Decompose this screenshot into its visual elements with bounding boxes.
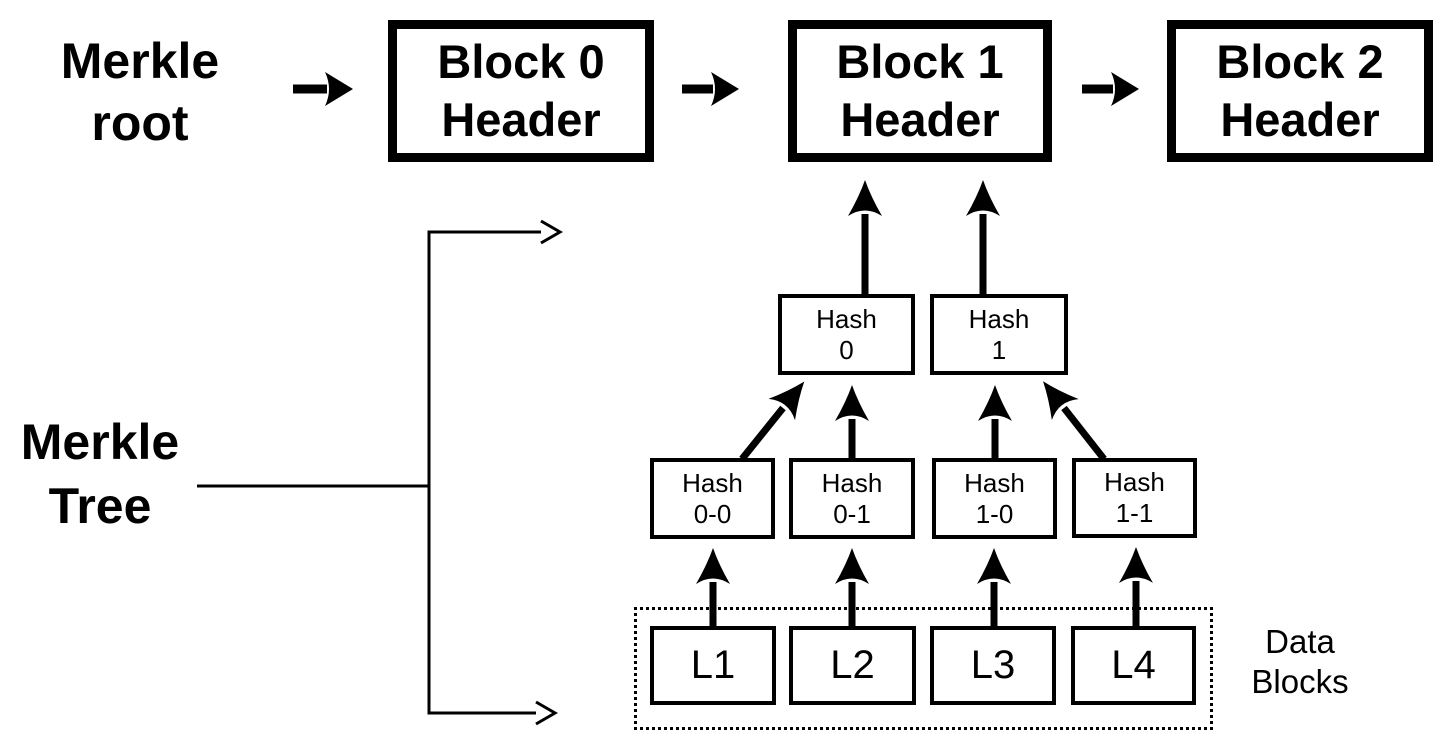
block-2-header-line2: Header <box>1220 93 1380 146</box>
merkle-root-label-line1: Merkle <box>60 33 220 89</box>
block-1-header-box: Block 1 Header <box>788 20 1052 162</box>
hash-0-1-line2: 0-1 <box>833 498 871 529</box>
block-1-header-line1: Block 1 <box>836 35 1004 88</box>
leaf-l3-box: L3 <box>930 626 1056 705</box>
leaf-l1-box: L1 <box>650 626 776 705</box>
block-2-header-box: Block 2 Header <box>1167 20 1433 162</box>
merkle-tree-bracket <box>197 219 563 726</box>
hash-1-line1: Hash <box>968 303 1030 334</box>
leaf-l3-label: L3 <box>970 643 1016 687</box>
block-2-header-line1: Block 2 <box>1216 35 1384 88</box>
block-0-header-box: Block 0 Header <box>388 20 654 162</box>
data-blocks-label: Data Blocks <box>1225 622 1375 702</box>
block-0-header-line1: Block 0 <box>437 35 605 88</box>
hash-0-line2: 0 <box>839 334 854 365</box>
hash-0-1-line1: Hash <box>821 467 883 498</box>
hash-0-0-line1: Hash <box>682 467 743 498</box>
leaf-l1-label: L1 <box>690 643 736 687</box>
data-blocks-container <box>634 607 1213 730</box>
leaf-l4-box: L4 <box>1071 626 1196 705</box>
block-1-header-line2: Header <box>840 93 1000 146</box>
hash-1-line2: 1 <box>991 334 1007 365</box>
hash-1-0-line2: 1-0 <box>975 498 1014 529</box>
arrow-hash00-to-hash0 <box>739 381 805 462</box>
hash-0-0-line2: 0-0 <box>693 498 732 529</box>
merkle-root-label-line2: root <box>91 95 189 151</box>
hash-1-1-line1: Hash <box>1104 467 1165 497</box>
data-blocks-label-line2: Blocks <box>1251 663 1349 700</box>
hash-1-box: Hash 1 <box>930 294 1068 375</box>
leaf-l2-label: L2 <box>830 643 875 687</box>
merkle-tree-label-line1: Merkle <box>20 414 180 470</box>
hash-1-0-box: Hash 1-0 <box>932 458 1057 539</box>
hash-0-1-box: Hash 0-1 <box>789 458 915 539</box>
block-0-header-line2: Header <box>441 93 601 146</box>
merkle-tree-label: Merkle Tree <box>0 410 200 538</box>
hash-1-1-line2: 1-1 <box>1115 498 1154 528</box>
leaf-l2-box: L2 <box>789 626 916 705</box>
hash-0-0-box: Hash 0-0 <box>650 458 775 539</box>
data-blocks-label-line1: Data <box>1265 623 1335 660</box>
hash-1-1-box: Hash 1-1 <box>1072 458 1197 538</box>
leaf-l4-label: L4 <box>1111 643 1156 687</box>
merkle-tree-label-line2: Tree <box>48 478 152 534</box>
arrow-hash11-to-hash1 <box>1043 381 1107 462</box>
hash-1-0-line1: Hash <box>964 467 1025 498</box>
hash-0-line1: Hash <box>816 303 877 334</box>
hash-0-box: Hash 0 <box>778 294 915 375</box>
merkle-root-label: Merkle root <box>15 30 265 154</box>
